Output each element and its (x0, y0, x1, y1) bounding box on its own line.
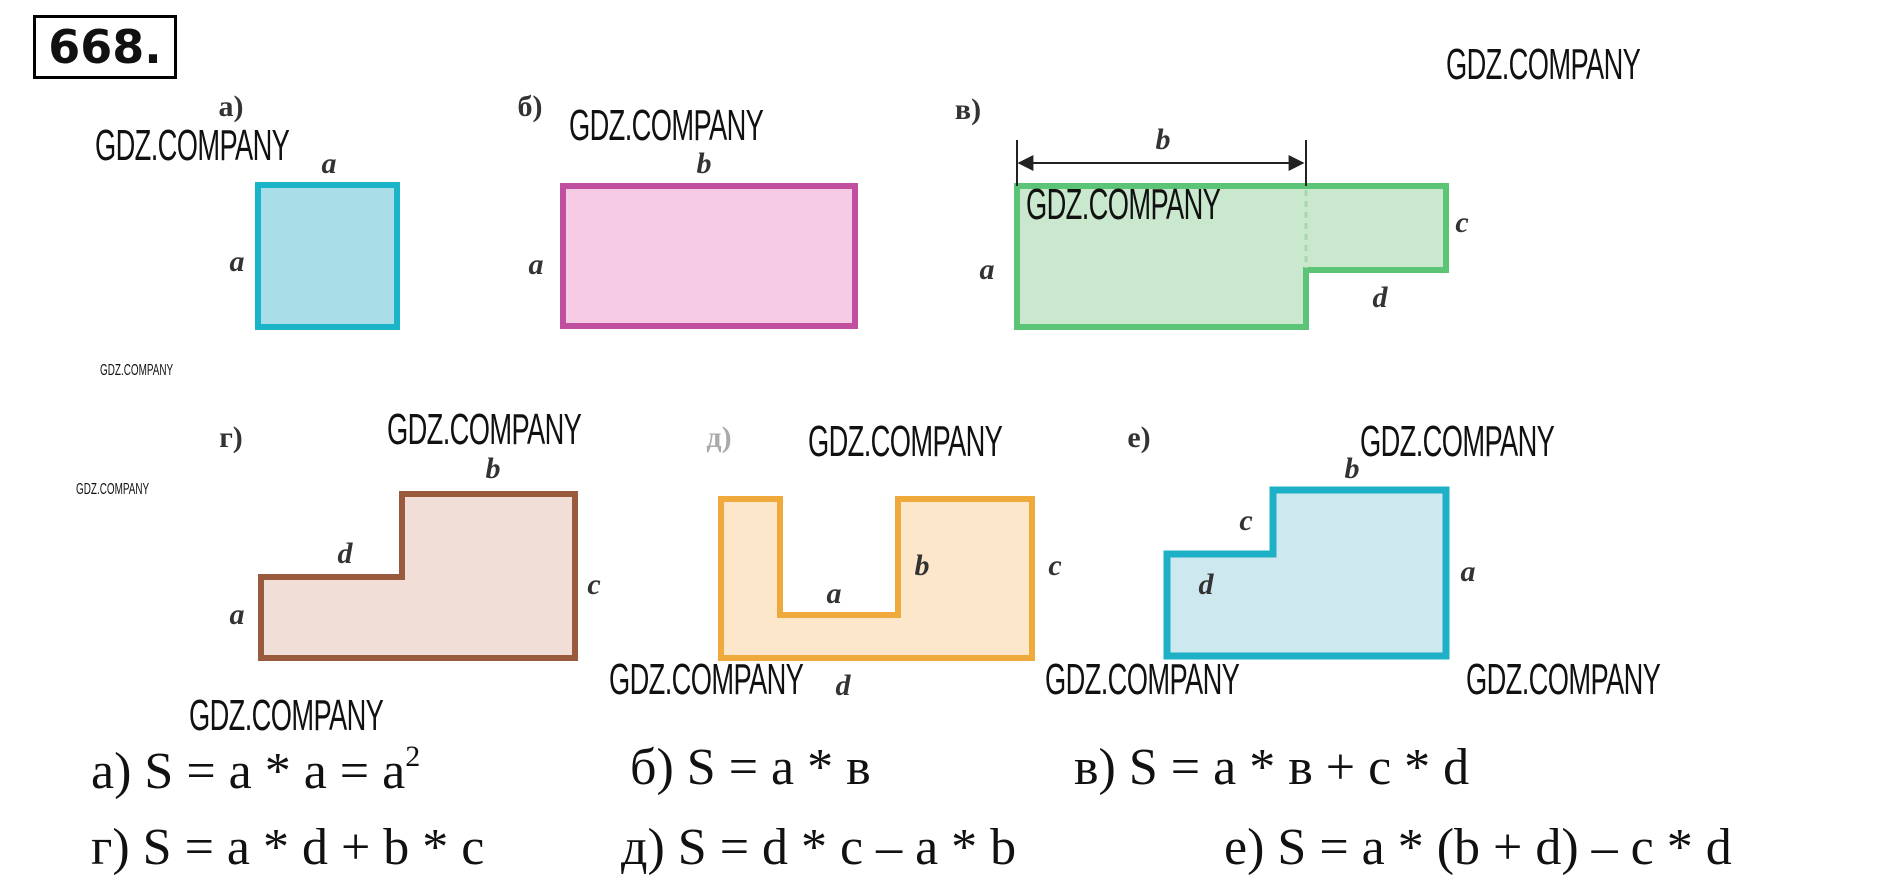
side-label: b (696, 147, 712, 180)
side-label: d (1198, 568, 1214, 601)
formula-a: а) S = a * a = a2 (91, 742, 420, 798)
figure-e-shape (1163, 486, 1450, 660)
side-label: a (1460, 555, 1476, 588)
side-label: d (337, 537, 353, 570)
watermark: GDZ.COMPANY (76, 481, 150, 498)
watermark: GDZ.COMPANY (189, 691, 384, 740)
side-label: c (1048, 549, 1062, 582)
figure-a-label: а) (218, 90, 244, 123)
watermark: GDZ.COMPANY (1360, 417, 1555, 466)
side-label: d (1372, 281, 1388, 314)
figure-e-label: е) (1127, 421, 1151, 454)
watermark: GDZ.COMPANY (569, 101, 764, 150)
formula-v: в) S = a * в + c * d (1074, 739, 1470, 796)
watermark: GDZ.COMPANY (1026, 180, 1221, 229)
formula-d: д) S = d * c – a * b (621, 819, 1017, 876)
watermark: GDZ.COMPANY (100, 362, 174, 379)
side-label: a (979, 253, 995, 286)
side-label: a (321, 147, 337, 180)
figure-g-label: г) (219, 421, 243, 454)
figure-b-label: б) (517, 90, 543, 123)
side-label: c (587, 568, 601, 601)
formula-e: е) S = a * (b + d) – c * d (1224, 819, 1732, 876)
watermark: GDZ.COMPANY (1045, 655, 1240, 704)
watermark: GDZ.COMPANY (1446, 40, 1641, 89)
watermark: GDZ.COMPANY (609, 655, 804, 704)
side-label: b (1155, 123, 1171, 156)
watermark: GDZ.COMPANY (387, 405, 582, 454)
watermark: GDZ.COMPANY (95, 121, 290, 170)
formula-a-text: а) S = a * a = a (91, 743, 406, 800)
formula-a-exponent: 2 (405, 740, 421, 773)
side-label: a (826, 577, 842, 610)
side-label: c (1239, 504, 1253, 537)
figure-a-square (255, 182, 400, 330)
side-label: b (1344, 452, 1360, 485)
side-label: b (485, 452, 501, 485)
watermark: GDZ.COMPANY (1466, 655, 1661, 704)
figure-d-label: д) (706, 421, 732, 454)
figure-v-label: в) (954, 93, 982, 126)
problem-number: 668. (33, 15, 177, 79)
side-label: a (229, 598, 245, 631)
figure-d-shape (718, 496, 1035, 661)
side-label: b (914, 549, 930, 582)
figure-b-rectangle (560, 183, 858, 329)
formula-b: б) S = a * в (630, 739, 871, 796)
formula-g: г) S = a * d + b * c (91, 819, 485, 876)
figure-v-shape (1014, 183, 1449, 330)
side-label: a (528, 248, 544, 281)
side-label: a (229, 245, 245, 278)
side-label: d (835, 669, 851, 702)
side-label: c (1455, 206, 1469, 239)
figure-g-shape (258, 491, 578, 661)
watermark: GDZ.COMPANY (808, 417, 1003, 466)
